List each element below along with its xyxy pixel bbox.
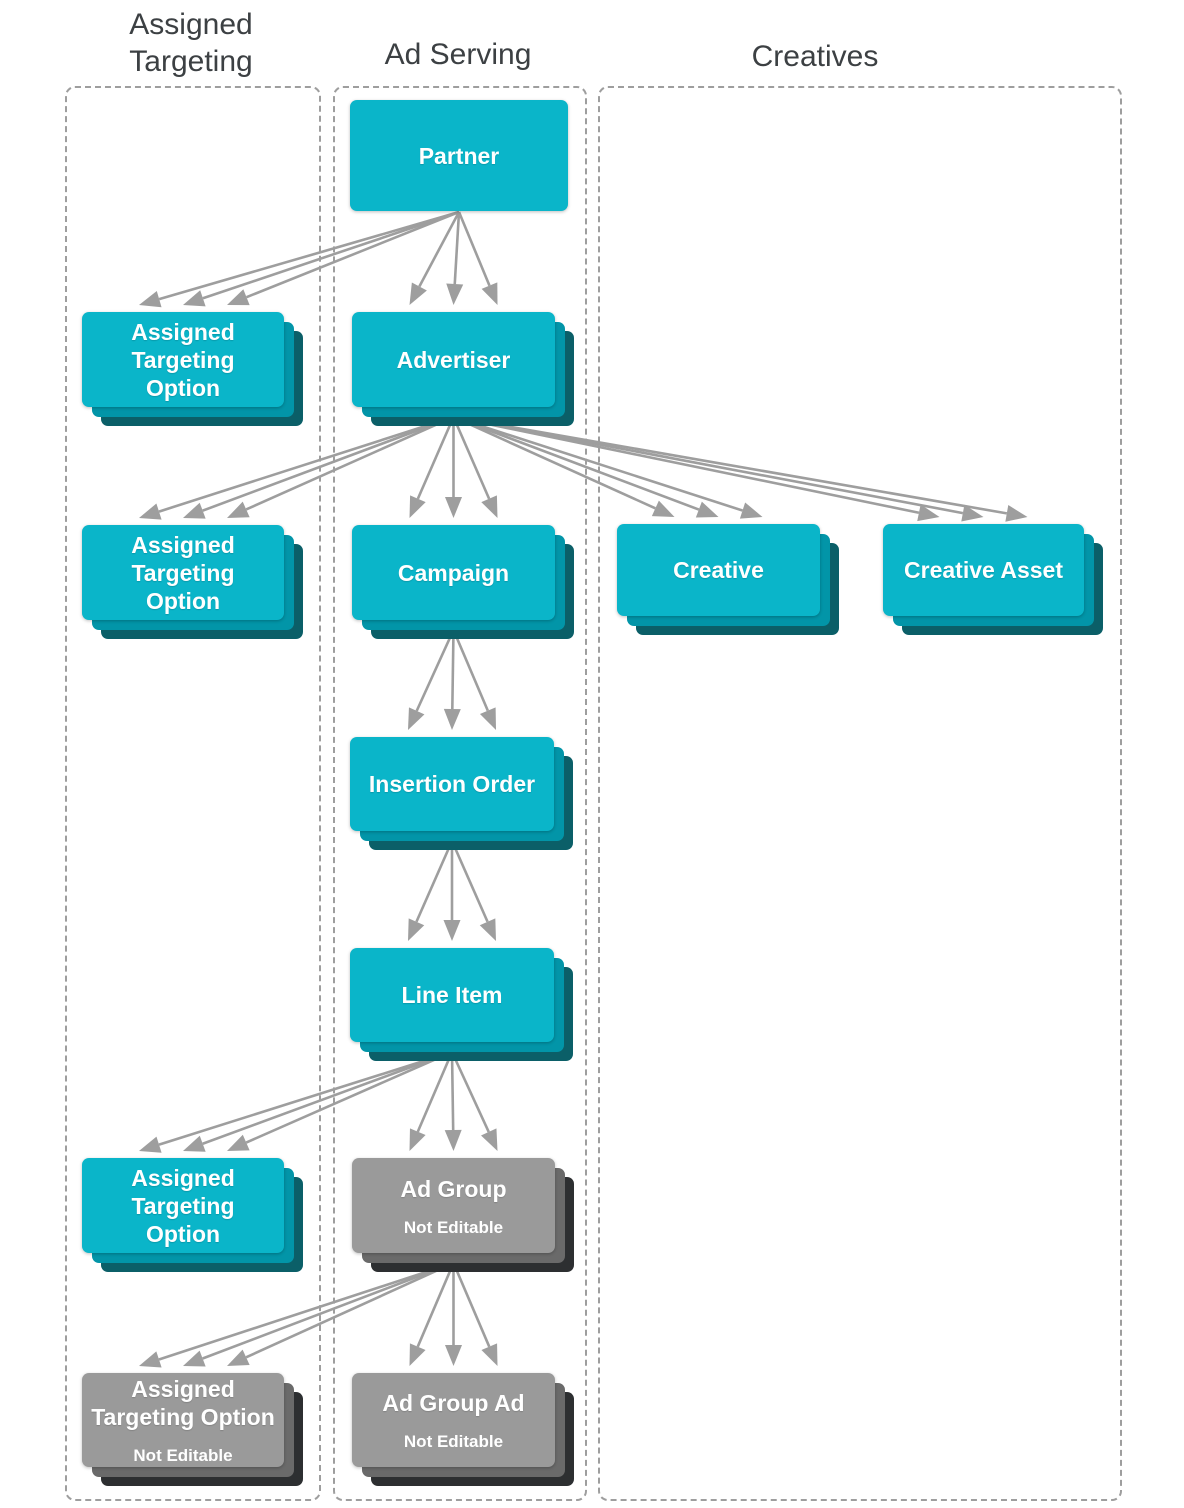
entity-box: Assigned Targeting Option xyxy=(82,1158,284,1253)
entity-box: Insertion Order xyxy=(350,737,554,831)
column-title-ad-serving: Ad Serving xyxy=(384,38,532,71)
entity-box: Creative Asset xyxy=(883,524,1084,616)
entity-partner: Partner xyxy=(350,100,568,211)
entity-box: Line Item xyxy=(350,948,554,1042)
entity-ad-group-ad: Ad Group Ad Not Editable xyxy=(352,1373,574,1486)
entity-label: Assigned Targeting Option xyxy=(131,531,235,614)
entity-label: Creative xyxy=(673,557,764,583)
entity-label: Assigned Targeting Option xyxy=(131,1164,235,1247)
entity-box: Creative xyxy=(617,524,820,616)
entity-sublabel: Not Editable xyxy=(403,1432,504,1451)
entity-label: Campaign xyxy=(397,559,510,586)
entity-assigned-targeting-option-1: Assigned Targeting Option xyxy=(82,312,303,426)
entity-label: Creative Asset xyxy=(904,557,1063,583)
panel-ad-serving xyxy=(333,86,587,1501)
entity-creative-asset: Creative Asset xyxy=(883,524,1103,635)
column-title-assigned-targeting: Assigned Targeting xyxy=(129,8,253,78)
entity-label: Line Item xyxy=(401,982,503,1008)
entity-label: Partner xyxy=(418,142,500,169)
entity-sublabel: Not Editable xyxy=(133,1446,233,1465)
entity-assigned-targeting-option-3: Assigned Targeting Option xyxy=(82,1158,303,1272)
entity-insertion-order: Insertion Order xyxy=(350,737,573,850)
entity-label: Assigned Targeting Option xyxy=(91,1376,275,1430)
entity-sublabel: Not Editable xyxy=(403,1217,504,1237)
entity-box: Campaign xyxy=(352,525,555,620)
panel-creatives xyxy=(598,86,1122,1501)
entity-assigned-targeting-option-2: Assigned Targeting Option xyxy=(82,525,303,639)
entity-line-item: Line Item xyxy=(350,948,573,1061)
entity-advertiser: Advertiser xyxy=(352,312,574,426)
entity-creative: Creative xyxy=(617,524,839,635)
entity-label: Advertiser xyxy=(396,346,511,373)
panel-assigned-targeting xyxy=(65,86,321,1501)
entity-box: Partner xyxy=(350,100,568,211)
entity-box: Assigned Targeting Option xyxy=(82,525,284,620)
column-title-creatives: Creatives xyxy=(751,40,879,73)
entity-label: Insertion Order xyxy=(368,771,536,797)
entity-box: Ad Group Ad Not Editable xyxy=(352,1373,555,1467)
entity-campaign: Campaign xyxy=(352,525,574,639)
entity-box: Assigned Targeting Option xyxy=(82,312,284,407)
entity-label: Assigned Targeting Option xyxy=(131,318,235,401)
entity-label: Ad Group xyxy=(400,1175,507,1202)
entity-label: Ad Group Ad xyxy=(382,1390,525,1416)
entity-box: Advertiser xyxy=(352,312,555,407)
